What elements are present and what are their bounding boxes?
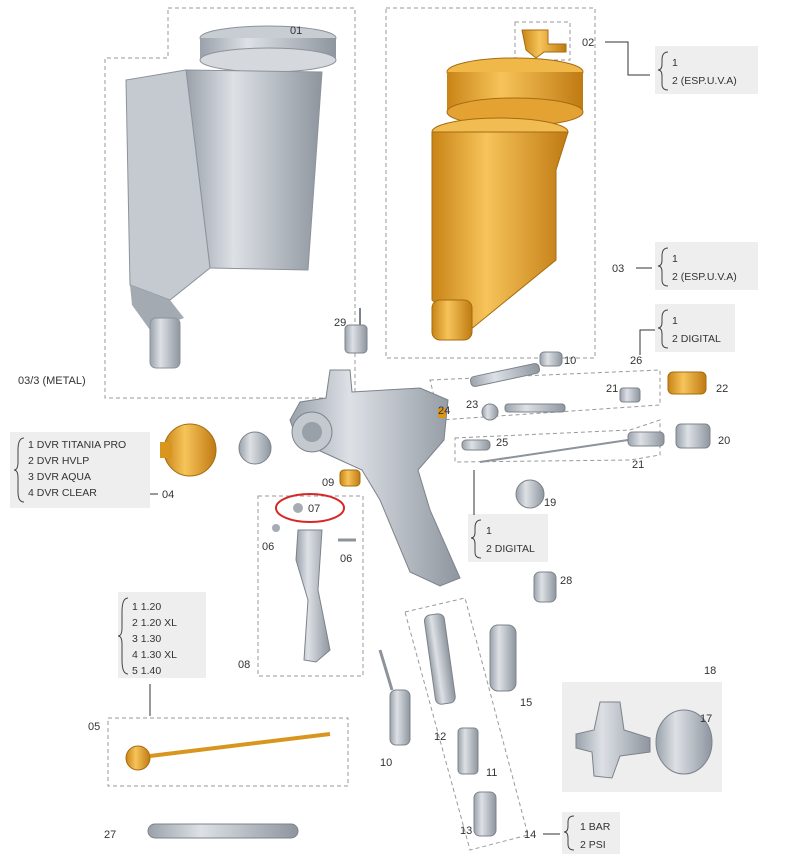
highlight-ring-07 — [275, 493, 345, 523]
label-07: 07 — [308, 503, 320, 515]
panel-25 — [468, 514, 548, 562]
panel-03 — [655, 242, 758, 290]
label-08: 08 — [238, 659, 250, 671]
panel-26 — [655, 304, 735, 352]
label-03-3-metal: 03/3 (METAL) — [18, 375, 86, 387]
label-14: 14 — [524, 829, 536, 841]
box05-line5: 5 1.40 — [132, 665, 161, 677]
label-01: 01 — [290, 25, 302, 37]
spray-gun-body — [289, 369, 461, 587]
cap-19-part — [515, 479, 545, 509]
label-19: 19 — [544, 497, 556, 509]
box04-line4: 4 DVR CLEAR — [28, 487, 97, 499]
box03-line2: 2 (ESP.U.V.A) — [672, 271, 737, 283]
label-11: 11 — [486, 767, 497, 779]
panel-02 — [655, 46, 758, 94]
group-cup-gold-outline — [385, 7, 596, 359]
box04-line1: 1 DVR TITANIA PRO — [28, 439, 126, 451]
metal-cup — [125, 25, 337, 369]
panel-04 — [10, 432, 150, 508]
label-17: 17 — [700, 713, 712, 725]
label-22: 22 — [716, 383, 728, 395]
label-23: 23 — [466, 399, 478, 411]
label-05: 05 — [88, 721, 100, 733]
needle-valve-group — [438, 351, 707, 421]
tool-27-part — [147, 823, 299, 839]
box02-line2: 2 (ESP.U.V.A) — [672, 75, 737, 87]
air-valve-group — [378, 613, 517, 837]
box05-line4: 4 1.30 XL — [132, 649, 177, 661]
box05-line1: 1 1.20 — [132, 601, 161, 613]
group-trigger-outline — [257, 495, 364, 677]
braces — [13, 51, 669, 851]
box25-line1: 1 — [486, 525, 492, 537]
panel-14 — [562, 812, 620, 854]
label-20: 20 — [718, 435, 730, 447]
group-needle-outline — [454, 419, 661, 463]
label-26: 26 — [630, 355, 642, 367]
spring-28-part — [533, 571, 557, 603]
box25-line2: 2 DIGITAL — [486, 543, 535, 555]
label-21b: 21 — [632, 459, 644, 471]
box14-line1: 1 BAR — [580, 821, 611, 833]
box14-line2: 2 PSI — [580, 839, 606, 851]
box05-line3: 3 1.30 — [132, 633, 161, 645]
box04-line3: 3 DVR AQUA — [28, 471, 91, 483]
trigger-part — [272, 503, 356, 663]
label-15: 15 — [520, 697, 532, 709]
air-regulator-part — [575, 701, 713, 779]
label-13: 13 — [460, 825, 472, 837]
group-cup-metal-outline — [104, 7, 356, 399]
nozzle-part — [125, 732, 331, 771]
label-12: 12 — [434, 731, 446, 743]
gold-cup — [431, 29, 584, 341]
box05-line2: 2 1.20 XL — [132, 617, 177, 629]
label-06b: 06 — [340, 553, 352, 565]
panel-05 — [118, 592, 206, 678]
box26-line1: 1 — [672, 315, 678, 327]
label-18: 18 — [704, 665, 716, 677]
air-cap-part — [160, 423, 272, 477]
label-29: 29 — [334, 317, 346, 329]
leader-lines — [149, 41, 655, 835]
label-25: 25 — [496, 437, 508, 449]
box26-line2: 2 DIGITAL — [672, 333, 721, 345]
filter-part — [344, 308, 368, 354]
label-24: 24 — [438, 405, 450, 417]
box02-line1: 1 — [672, 57, 678, 69]
box04-line2: 2 DVR HVLP — [28, 455, 89, 467]
label-10a: 10 — [564, 355, 576, 367]
box03-line1: 1 — [672, 253, 678, 265]
label-27: 27 — [104, 829, 116, 841]
label-03: 03 — [612, 263, 624, 275]
group-air-valve-outline — [404, 597, 529, 851]
needle-group — [461, 423, 711, 463]
label-09: 09 — [322, 477, 334, 489]
label-28: 28 — [560, 575, 572, 587]
label-02: 02 — [582, 37, 594, 49]
label-10b: 10 — [380, 757, 392, 769]
label-04: 04 — [162, 489, 174, 501]
gold-nut-part — [339, 469, 361, 487]
label-21a: 21 — [606, 383, 618, 395]
group-nozzle-outline — [107, 717, 349, 787]
label-06a: 06 — [262, 541, 274, 553]
